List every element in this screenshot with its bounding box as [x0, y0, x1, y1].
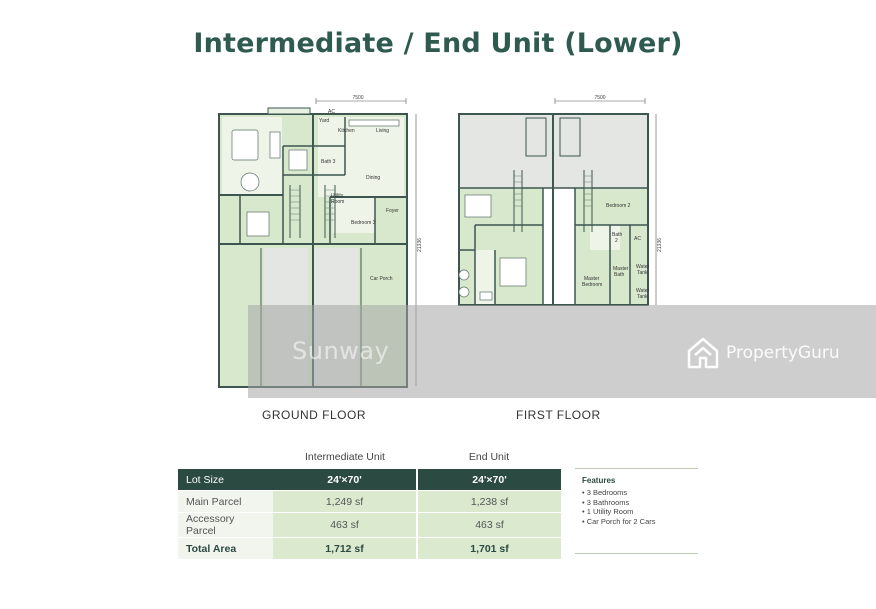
cell-end: 463 sf [416, 512, 561, 538]
row-label: Accessory Parcel [178, 512, 273, 538]
column-header-end: End Unit [417, 446, 561, 469]
propertyguru-logo-icon [687, 337, 719, 369]
table-row: Main Parcel 1,249 sf 1,238 sf [178, 490, 561, 513]
column-header-intermediate: Intermediate Unit [273, 446, 417, 469]
first-dim-width: 7500 [594, 95, 605, 101]
cell-end: 1,701 sf [416, 537, 561, 560]
first-room-water-tank-a-1: Water [636, 264, 649, 270]
first-room-master-bedroom-1: Master [584, 276, 600, 282]
table-row-total: Total Area 1,712 sf 1,701 sf [178, 537, 561, 560]
first-floor-label: FIRST FLOOR [516, 408, 601, 422]
first-room-water-tank-b-1: Water [636, 288, 649, 294]
propertyguru-watermark: PropertyGuru [686, 336, 840, 370]
ground-room-living: Living [376, 128, 389, 134]
first-dim-depth: 21336 [657, 238, 663, 252]
propertyguru-wordmark: PropertyGuru [726, 343, 840, 363]
features-box: Features 3 Bedrooms 3 Bathrooms 1 Utilit… [575, 468, 698, 554]
ground-room-dining: Dining [366, 175, 380, 181]
features-heading: Features [582, 476, 616, 485]
cell-end: 1,238 sf [416, 490, 561, 513]
cell-intermediate: 1,249 sf [273, 490, 417, 513]
ground-floor-label: GROUND FLOOR [262, 408, 367, 422]
ground-room-car-porch: Car Porch [370, 276, 393, 282]
cell-end: 24'×70' [416, 468, 561, 491]
ground-dim-depth: 21336 [417, 238, 423, 252]
table-row: Accessory Parcel 463 sf 463 sf [178, 512, 561, 538]
list-item: 3 Bedrooms [582, 488, 698, 498]
row-label: Main Parcel [178, 490, 273, 513]
ground-room-bedroom3: Bedroom 3 [351, 220, 376, 226]
ground-room-foyer: Foyer [386, 208, 399, 214]
ground-room-bath3: Bath 3 [321, 159, 336, 165]
first-floor-plan: 7500 21336 [458, 95, 663, 306]
sunway-watermark: Sunway [292, 337, 390, 365]
watermark-band [248, 305, 876, 398]
ground-room-utility-1: Utility [331, 193, 344, 199]
ground-room-ac: AC [328, 109, 335, 115]
first-room-water-tank-b-2: Tank [637, 294, 648, 300]
first-room-master-bath-2: Bath [614, 272, 625, 278]
list-item: Car Porch for 2 Cars [582, 517, 698, 527]
ground-room-kitchen: Kitchen [338, 128, 355, 134]
table-header: Intermediate Unit End Unit [178, 446, 561, 469]
page-title: Intermediate / End Unit (Lower) [193, 28, 683, 59]
row-label: Total Area [178, 537, 273, 560]
list-item: 3 Bathrooms [582, 498, 698, 508]
cell-intermediate: 463 sf [273, 512, 417, 538]
ground-room-yard: Yard [319, 118, 329, 124]
unit-area-table: Intermediate Unit End Unit Lot Size 24'×… [178, 446, 561, 560]
ground-room-utility-2: Room [331, 199, 344, 205]
ground-dim-width: 7500 [352, 95, 363, 101]
first-room-water-tank-a-2: Tank [637, 270, 648, 276]
features-list: 3 Bedrooms 3 Bathrooms 1 Utility Room Ca… [575, 488, 698, 526]
column-header [178, 446, 273, 469]
first-room-bedroom2: Bedroom 2 [606, 203, 631, 209]
cell-intermediate: 1,712 sf [273, 537, 417, 560]
first-room-master-bath-1: Master [613, 266, 629, 272]
first-room-ac: AC [634, 236, 641, 242]
first-room-bath2-1: Bath [612, 232, 623, 238]
cell-intermediate: 24'×70' [273, 468, 417, 491]
first-room-master-bedroom-2: Bedroom [582, 282, 602, 288]
first-room-bath2-2: 2 [615, 238, 618, 244]
list-item: 1 Utility Room [582, 507, 698, 517]
table-row-lot-size: Lot Size 24'×70' 24'×70' [178, 468, 561, 491]
row-label: Lot Size [178, 468, 273, 491]
